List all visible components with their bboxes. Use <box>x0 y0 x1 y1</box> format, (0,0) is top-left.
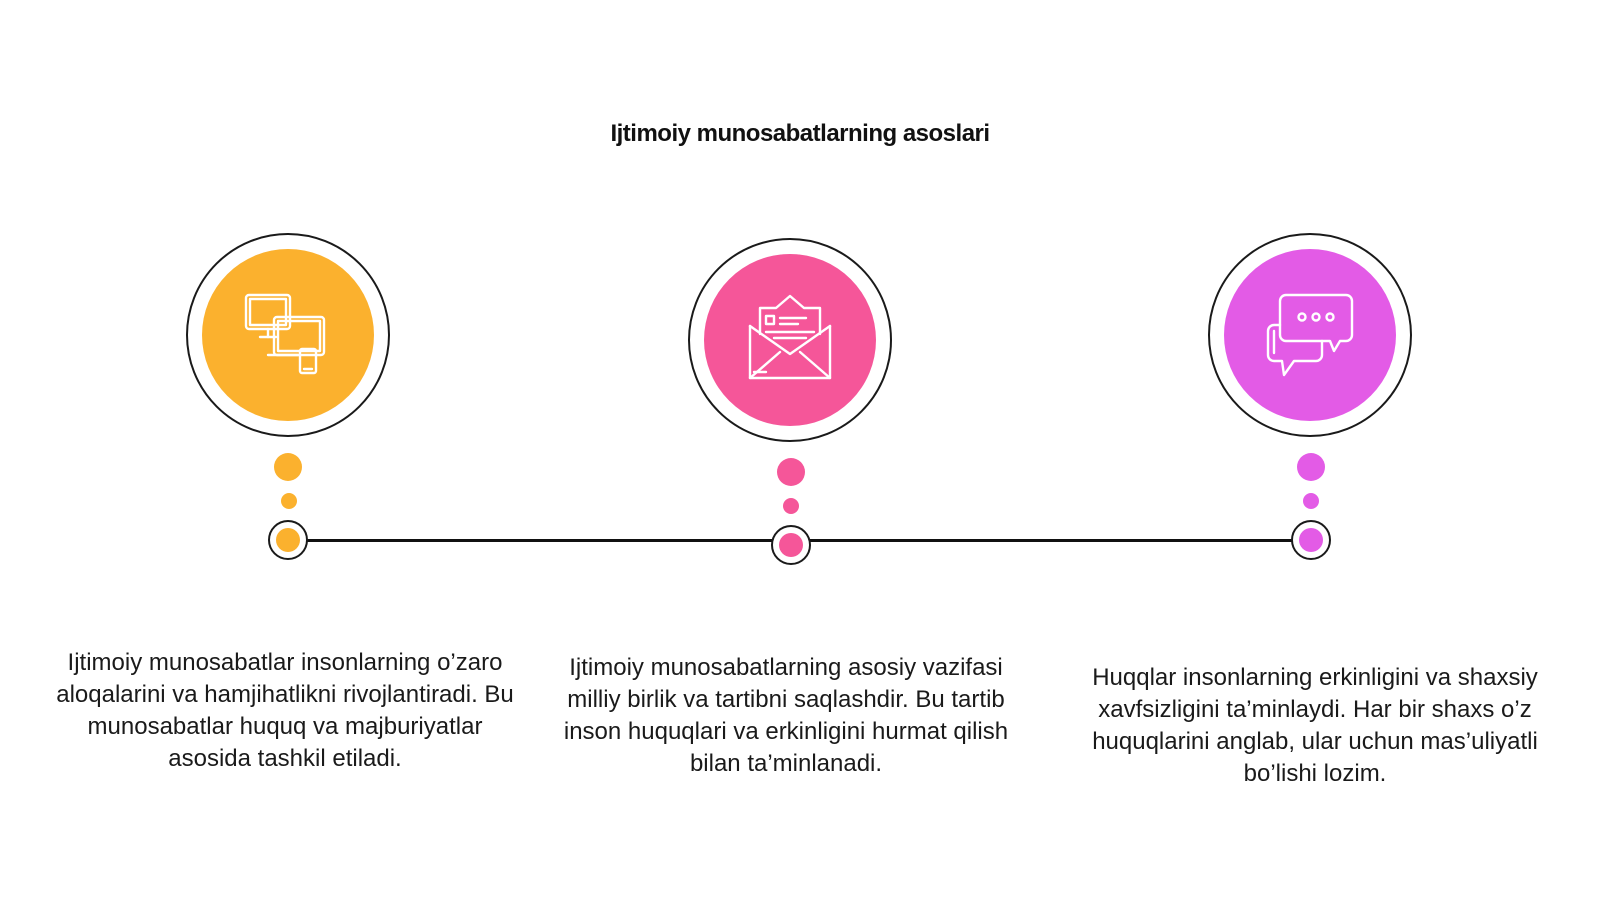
step-2-icon-ring <box>688 238 892 442</box>
step-1-icon-ring <box>186 233 390 437</box>
step-3-dot-large <box>1297 453 1325 481</box>
step-2-timeline-node <box>771 525 811 565</box>
step-1-dot-large <box>274 453 302 481</box>
step-1-timeline-node <box>268 520 308 560</box>
step-2-dot-small <box>783 498 799 514</box>
step-1-description: Ijtimoiy munosabatlar insonlarning o’zar… <box>56 649 514 772</box>
envelope-icon <box>748 294 832 380</box>
step-3-node-fill <box>1299 528 1323 552</box>
diagram-title: Ijtimoiy munosabatlarning asoslari <box>610 120 990 147</box>
step-1-node-fill <box>276 528 300 552</box>
step-3-icon-ring <box>1208 233 1412 437</box>
step-3-icon-disc <box>1224 249 1396 421</box>
step-1-dot-small <box>281 493 297 509</box>
step-1-icon-disc <box>202 249 374 421</box>
devices-icon <box>244 293 326 375</box>
step-2-description: Ijtimoiy munosabatlarning asosiy vazifas… <box>563 654 1009 777</box>
step-3-dot-small <box>1303 493 1319 509</box>
chat-bubbles-icon <box>1266 293 1354 377</box>
step-3-timeline-node <box>1291 520 1331 560</box>
step-2-icon-disc <box>704 254 876 426</box>
step-2-node-fill <box>779 533 803 557</box>
step-2-dot-large <box>777 458 805 486</box>
step-3-description: Huqqlar insonlarning erkinligini va shax… <box>1092 664 1538 787</box>
